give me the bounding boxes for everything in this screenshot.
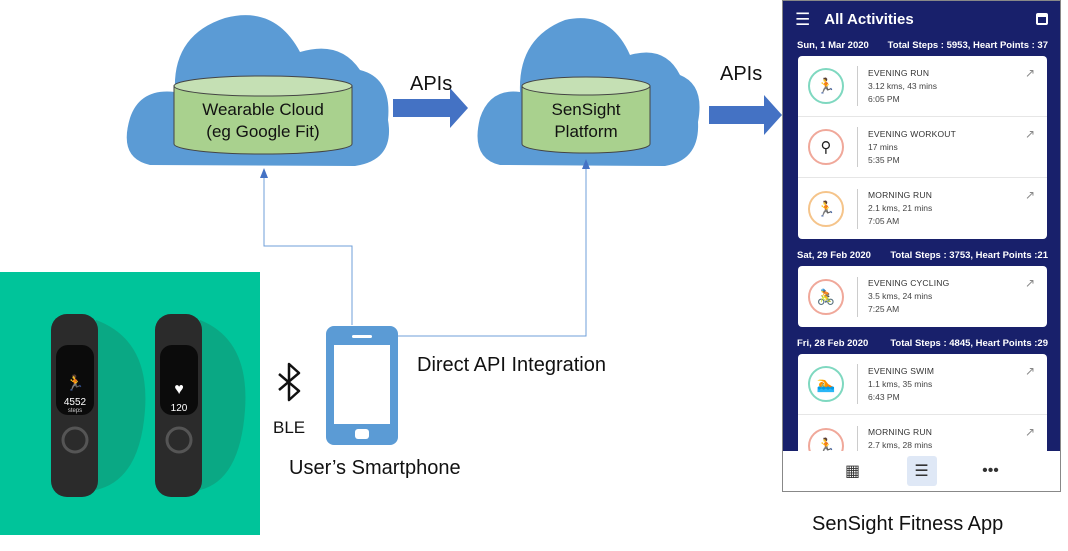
activity-item[interactable]: 🏊 EVENING SWIM 1.1 kms, 35 mins 6:43 PM ↗ [798, 354, 1047, 415]
activity-detail: 3.12 kms, 43 mins [868, 80, 937, 91]
activity-time: 7:05 AM [868, 216, 900, 226]
activity-item[interactable]: 🏃 MORNING RUN 2.1 kms, 21 mins 7:05 AM ↗ [798, 178, 1047, 239]
day-summary: Total Steps : 4845, Heart Points :29 [890, 338, 1048, 349]
fitness-band-heart: ♥ 120 [155, 314, 202, 497]
app-footer-nav: ▦ ☰ ••• [783, 451, 1060, 491]
wearable-cloud-database [173, 75, 353, 155]
activity-info: EVENING WORKOUT 17 mins 5:35 PM [868, 128, 956, 167]
workout-icon: ⚲ [808, 129, 844, 165]
smartphone-icon [326, 326, 398, 445]
activity-detail: 1.1 kms, 35 mins [868, 378, 933, 389]
day-date: Sat, 29 Feb 2020 [797, 250, 871, 261]
wearable-cloud: Wearable Cloud (eg Google Fit) [126, 15, 390, 166]
day-summary: Total Steps : 5953, Heart Points : 37 [887, 40, 1048, 51]
app-header: ☰ All Activities [783, 1, 1060, 37]
activity-item[interactable]: 🏃 EVENING RUN 3.12 kms, 43 mins 6:05 PM ↗ [798, 56, 1047, 117]
app-caption: SenSight Fitness App [812, 513, 1003, 535]
connector-lines [263, 163, 587, 337]
apis-arrow-1 [393, 88, 468, 128]
activity-name: EVENING CYCLING [868, 278, 950, 288]
sensight-cloud-database [521, 76, 651, 154]
run-icon: 🏃 [808, 190, 844, 227]
activity-divider [857, 425, 858, 466]
day-date: Sun, 1 Mar 2020 [797, 40, 869, 51]
day-card: 🏃 EVENING RUN 3.12 kms, 43 mins 6:05 PM ↗ ⚲ EV… [798, 56, 1047, 239]
dashboard-icon[interactable]: ▦ [844, 463, 861, 480]
activity-detail: 2.7 kms, 28 mins [868, 440, 933, 450]
app-title: All Activities [824, 10, 914, 28]
activity-divider [857, 188, 858, 229]
list-icon[interactable]: ☰ [906, 456, 937, 486]
heart-icon: ♥ [174, 381, 184, 398]
open-activity-icon[interactable]: ↗ [1024, 364, 1035, 378]
day-summary: Total Steps : 3753, Heart Points :21 [890, 250, 1048, 261]
apis-label-1: APIs [410, 73, 452, 95]
activity-info: MORNING RUN 2.1 kms, 21 mins 7:05 AM [868, 189, 932, 228]
activity-name: EVENING RUN [868, 67, 930, 78]
activity-item[interactable]: 🚴 EVENING CYCLING 3.5 kms, 24 mins 7:25 AM ↗ [798, 266, 1047, 327]
activity-name: EVENING WORKOUT [868, 128, 957, 139]
connector-arrowhead-wearable [260, 168, 268, 178]
swim-icon: 🏊 [808, 366, 844, 402]
band-steps-value: 4552 [64, 397, 87, 408]
day-date: Fri, 28 Feb 2020 [797, 338, 869, 349]
bluetooth-icon [278, 362, 301, 402]
day-card: 🚴 EVENING CYCLING 3.5 kms, 24 mins 7:25 AM ↗ [798, 266, 1047, 327]
direct-api-label: Direct API Integration [417, 354, 606, 376]
sensight-cloud: SenSight Platform [477, 18, 700, 166]
wearable-cloud-label-1: Wearable Cloud [202, 100, 324, 119]
activity-detail: 17 mins [868, 141, 898, 152]
activity-divider [857, 127, 858, 167]
open-activity-icon[interactable]: ↗ [1024, 66, 1035, 80]
activity-detail: 3.5 kms, 24 mins [868, 291, 933, 301]
activity-divider [857, 66, 858, 106]
activity-name: EVENING SWIM [868, 365, 935, 376]
day-header: Fri, 28 Feb 2020 Total Steps : 4845, Hear… [783, 335, 1060, 354]
open-activity-icon[interactable]: ↗ [1024, 188, 1035, 202]
cycling-icon: 🚴 [808, 278, 844, 315]
activity-info: EVENING CYCLING 3.5 kms, 24 mins 7:25 AM [868, 277, 949, 316]
run-icon: 🏃 [808, 68, 844, 104]
activity-name: MORNING RUN [868, 427, 933, 437]
more-icon[interactable]: ••• [982, 462, 999, 479]
ble-label: BLE [273, 418, 305, 437]
open-activity-icon[interactable]: ↗ [1024, 127, 1035, 141]
band-heart-value: 120 [171, 403, 188, 414]
connector-arrowhead-sensight [582, 159, 590, 169]
activity-time: 6:43 PM [868, 391, 900, 402]
menu-icon[interactable]: ☰ [795, 9, 811, 29]
sensight-cloud-label-2: Platform [554, 122, 617, 141]
activity-time: 7:25 AM [868, 304, 900, 314]
run-icon: 🏃 [66, 374, 85, 392]
activity-item[interactable]: ⚲ EVENING WORKOUT 17 mins 5:35 PM ↗ [798, 117, 1047, 178]
activity-info: EVENING SWIM 1.1 kms, 35 mins 6:43 PM [868, 365, 934, 404]
wearable-cloud-label-2: (eg Google Fit) [206, 122, 319, 141]
band-steps-unit: steps [68, 408, 82, 414]
day-header: Sun, 1 Mar 2020 Total Steps : 5953, Heart… [783, 37, 1060, 56]
open-activity-icon[interactable]: ↗ [1024, 425, 1035, 439]
open-activity-icon[interactable]: ↗ [1024, 276, 1035, 290]
activity-divider [857, 364, 858, 404]
calendar-icon[interactable] [1036, 13, 1048, 25]
day-header: Sat, 29 Feb 2020 Total Steps : 3753, Hear… [783, 247, 1060, 266]
activity-name: MORNING RUN [868, 190, 933, 200]
apis-label-2: APIs [720, 63, 762, 85]
activity-time: 6:05 PM [868, 93, 900, 104]
fitness-band-steps: 🏃 4552 steps [51, 314, 98, 497]
activity-list: Sun, 1 Mar 2020 Total Steps : 5953, Heart… [783, 37, 1060, 484]
sensight-cloud-label-1: SenSight [552, 100, 621, 119]
activity-divider [857, 276, 858, 317]
activity-detail: 2.1 kms, 21 mins [868, 203, 933, 213]
activity-info: EVENING RUN 3.12 kms, 43 mins 6:05 PM [868, 67, 937, 106]
smartphone-label: User’s Smartphone [289, 457, 461, 479]
apis-arrow-2 [709, 95, 782, 135]
fitness-bands-panel: 🏃 4552 steps ♥ 120 [0, 272, 260, 535]
activity-time: 5:35 PM [868, 154, 900, 165]
